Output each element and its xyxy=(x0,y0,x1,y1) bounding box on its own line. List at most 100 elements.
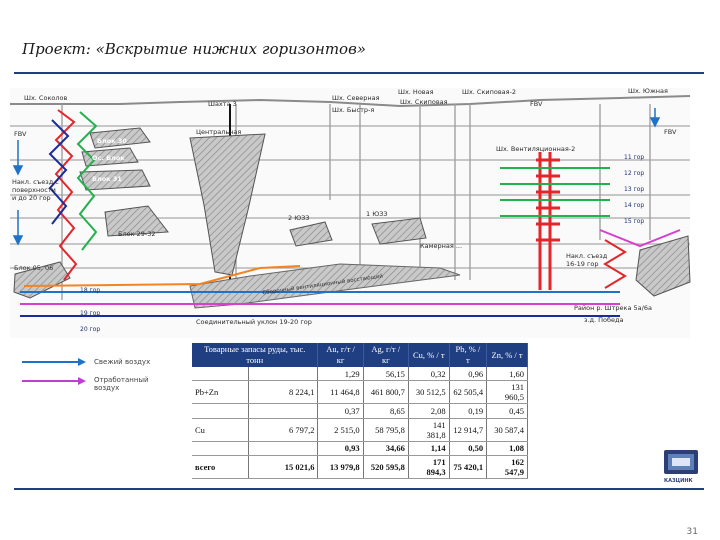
table-cell: 58 795,8 xyxy=(363,418,409,442)
table-header-row: Товарные запасы руды, тыс. тонн Au, г/т … xyxy=(192,343,528,367)
table-cell: 162 547,9 xyxy=(486,455,528,480)
horizon-label-20: 20 гор xyxy=(80,326,101,333)
fresh-air-arrows xyxy=(12,108,661,246)
table-cell xyxy=(248,367,319,382)
horizon-label-12: 12 гор xyxy=(624,170,645,177)
table-cell: 1,60 xyxy=(486,367,528,382)
table-cell: 1,14 xyxy=(408,441,450,456)
table-cell xyxy=(192,403,249,419)
logo-text: КАЗЦИНК xyxy=(664,478,693,484)
legend-arrows xyxy=(22,358,86,385)
table-cell: всего xyxy=(192,455,249,480)
table-cell: 30 587,4 xyxy=(486,418,528,442)
table-header: Ag, г/т / кг xyxy=(363,343,409,367)
horizon-label-13: 13 гор xyxy=(624,186,645,193)
table-cell: 30 512,5 xyxy=(408,380,450,405)
table-cell: 13 979,8 xyxy=(317,455,364,480)
table-cell: 12 914,7 xyxy=(449,418,488,442)
shaft-label-shaft3: Шахта 3 xyxy=(208,100,237,108)
table-cell: 6 797,2 xyxy=(248,418,319,442)
table-cell: 2,08 xyxy=(408,403,450,419)
table-cell: 75 420,1 xyxy=(449,455,488,480)
right-red-vent xyxy=(536,152,560,290)
table-cell: 0,32 xyxy=(408,367,450,382)
rayon-label: Район р. Штрека 5а/6а xyxy=(574,304,652,312)
fbv-label-middle: FBV xyxy=(530,100,543,108)
shaft-label-severnaya: Шх. Северная xyxy=(332,94,380,102)
shaft-label-skipovaya2: Шх. Скиповая-2 xyxy=(462,88,517,96)
blok2932-label: Блок 29-32 xyxy=(118,230,156,238)
blok05-label: Блок 05, 06 xyxy=(14,264,54,272)
table-cell: 8,65 xyxy=(363,403,409,419)
yuz1-label: 1 ЮЗЗ xyxy=(366,210,388,218)
horizon-label-11: 11 гор xyxy=(624,154,645,161)
table-cell: 1,08 xyxy=(486,441,528,456)
footer-rule xyxy=(14,488,704,490)
nakl-left-label: Накл. съезд с поверхности и до 20 гор xyxy=(12,178,59,202)
table-cell: 56,15 xyxy=(363,367,409,382)
table-cell: 8 224,1 xyxy=(248,380,319,405)
table-cell: 0,37 xyxy=(317,403,364,419)
table-cell: 0,45 xyxy=(486,403,528,419)
kamera-label: Камерная ... xyxy=(420,242,463,250)
central-label: Центральная xyxy=(196,128,242,136)
table-cell: 15 021,6 xyxy=(248,455,319,480)
table-cell: 0,96 xyxy=(449,367,488,382)
page-number: 31 xyxy=(686,527,698,537)
table-cell: 0,50 xyxy=(449,441,488,456)
table-cell: 520 595,8 xyxy=(363,455,409,480)
table-cell: 34,66 xyxy=(363,441,409,456)
obl-label: Ос. Блок xyxy=(92,154,125,162)
page-title: Проект: «Вскрытие нижних горизонтов» xyxy=(22,40,366,58)
header-rule xyxy=(14,72,704,74)
table-cell: 0,19 xyxy=(449,403,488,419)
table-header: Pb, % / т xyxy=(449,343,488,367)
table-cell: 461 800,7 xyxy=(363,380,409,405)
right-magenta-line xyxy=(599,229,681,248)
table-cell: Cu xyxy=(192,418,249,442)
table-header: Zn, % / т xyxy=(486,343,528,367)
shaft-label-ventilyatsionnaya2: Шх. Вентиляционная-2 xyxy=(496,145,576,153)
surface-line xyxy=(10,95,691,108)
reserves-table: Товарные запасы руды, тыс. тонн Au, г/т … xyxy=(192,343,528,480)
shaft-label-novaya: Шх. Новая xyxy=(398,88,434,96)
right-green-levels xyxy=(500,167,610,217)
legend-exhaust-air: Отработанный воздух xyxy=(94,376,149,392)
table-header: Au, г/т / кг xyxy=(317,343,364,367)
table-cell: 141 381,8 xyxy=(408,418,450,442)
ore-bodies xyxy=(13,127,691,299)
table-cell xyxy=(248,403,319,419)
table-cell: 2 515,0 xyxy=(317,418,364,442)
conveyor-zone xyxy=(189,263,461,309)
right-spiral-ramp xyxy=(603,239,627,289)
legend-fresh-air: Свежий воздух xyxy=(94,358,151,366)
horizon-label-14: 14 гор xyxy=(624,202,645,209)
horizon-label-19: 19 гор xyxy=(80,310,101,317)
left-red-line xyxy=(54,109,78,281)
table-cell: 1,29 xyxy=(317,367,364,382)
table-cell xyxy=(248,441,319,456)
horizon-label-18: 18 гор xyxy=(80,287,101,294)
left-navy-line xyxy=(48,119,70,225)
shaft-label-skipovaya: Шх. Скиповая xyxy=(400,98,448,106)
table-cell: 0,93 xyxy=(317,441,364,456)
nakl-right-label: Накл. съезд 16-19 гор xyxy=(566,252,608,268)
table-cell xyxy=(192,367,249,382)
table-cell: 62 505,4 xyxy=(449,380,488,405)
shaft-label-sokolov: Шх. Соколов xyxy=(24,94,68,102)
table-cell xyxy=(192,441,249,456)
table-cell: 171 894,3 xyxy=(408,455,450,480)
kazzinc-logo xyxy=(664,450,698,474)
conn-uklon-label: Соединительный уклон 19-20 гор xyxy=(196,318,312,326)
fbv-label-left: FBV xyxy=(14,130,27,138)
shaft-label-bystraya: Шх. Быстр-я xyxy=(332,106,375,114)
horizon-label-15: 15 гор xyxy=(624,218,645,225)
yuz2-label: 2 ЮЗЗ xyxy=(288,214,310,222)
